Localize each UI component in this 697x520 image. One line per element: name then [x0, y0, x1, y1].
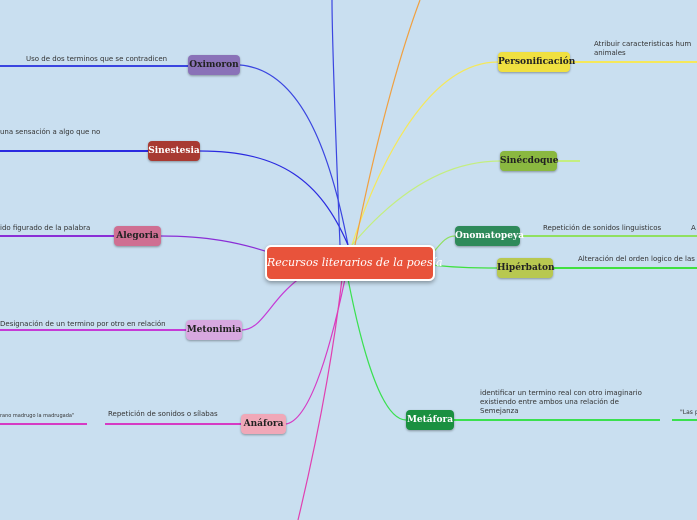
connector-sinestesia: [199, 150, 349, 246]
subtopic-onomatopeya[interactable]: Repetición de sonidos linguisticos: [543, 224, 662, 232]
subtopic-personificacion[interactable]: Atribuir caracteristicas hum animales: [594, 40, 692, 57]
connector-metonimia: [241, 277, 301, 331]
subtopic-anafora-example[interactable]: rano madrugo la madrugada": [0, 413, 75, 419]
node-hiperbaton[interactable]: Hipérbaton: [497, 258, 555, 278]
node-sinestesia[interactable]: Sinestesia: [148, 141, 200, 161]
node-sinecdoque[interactable]: Sinécdoque: [500, 151, 559, 171]
node-onomatopeya[interactable]: Onomatopeya: [455, 226, 524, 246]
connector-oximoron: [239, 64, 349, 246]
central-topic[interactable]: Recursos literarios de la poesía: [265, 245, 443, 281]
subtopic-hiperbaton[interactable]: Alteración del orden logico de las: [578, 255, 695, 263]
connector-personificacion: [351, 61, 499, 246]
subtopic-sinestesia[interactable]: una sensación a algo que no: [0, 128, 101, 136]
subtopic-metafora[interactable]: identificar un termino real con otro ima…: [480, 389, 642, 415]
subtopic-onomatopeya-extra[interactable]: A: [691, 224, 696, 232]
subtopic-metonimia[interactable]: Designación de un termino por otro en re…: [0, 320, 166, 328]
branch-top-offscreen: [331, 0, 341, 246]
connector-anafora: [285, 278, 346, 425]
subtopic-oximoron[interactable]: Uso de dos terminos que se contradicen: [26, 55, 168, 63]
branch-bottom-offscreen: [297, 278, 343, 520]
node-oximoron[interactable]: Oximoron: [188, 55, 240, 75]
subtopic-metafora-example[interactable]: "Las p: [680, 409, 697, 416]
branch-top-right-offscreen: [354, 0, 421, 246]
connector-sinecdoque: [351, 160, 501, 246]
subtopic-alegoria[interactable]: ido figurado de la palabra: [0, 224, 91, 232]
subtopic-anafora[interactable]: Repetición de sonidos o sílabas: [108, 410, 218, 418]
node-alegoria[interactable]: Alegoria: [114, 226, 161, 246]
node-metafora[interactable]: Metáfora: [406, 410, 454, 430]
node-personificacion[interactable]: Personificación: [498, 52, 575, 72]
connector-hiperbaton: [430, 264, 498, 269]
node-anafora[interactable]: Anáfora: [241, 414, 286, 434]
node-metonimia[interactable]: Metonimia: [186, 320, 242, 340]
connector-metafora: [347, 278, 407, 421]
